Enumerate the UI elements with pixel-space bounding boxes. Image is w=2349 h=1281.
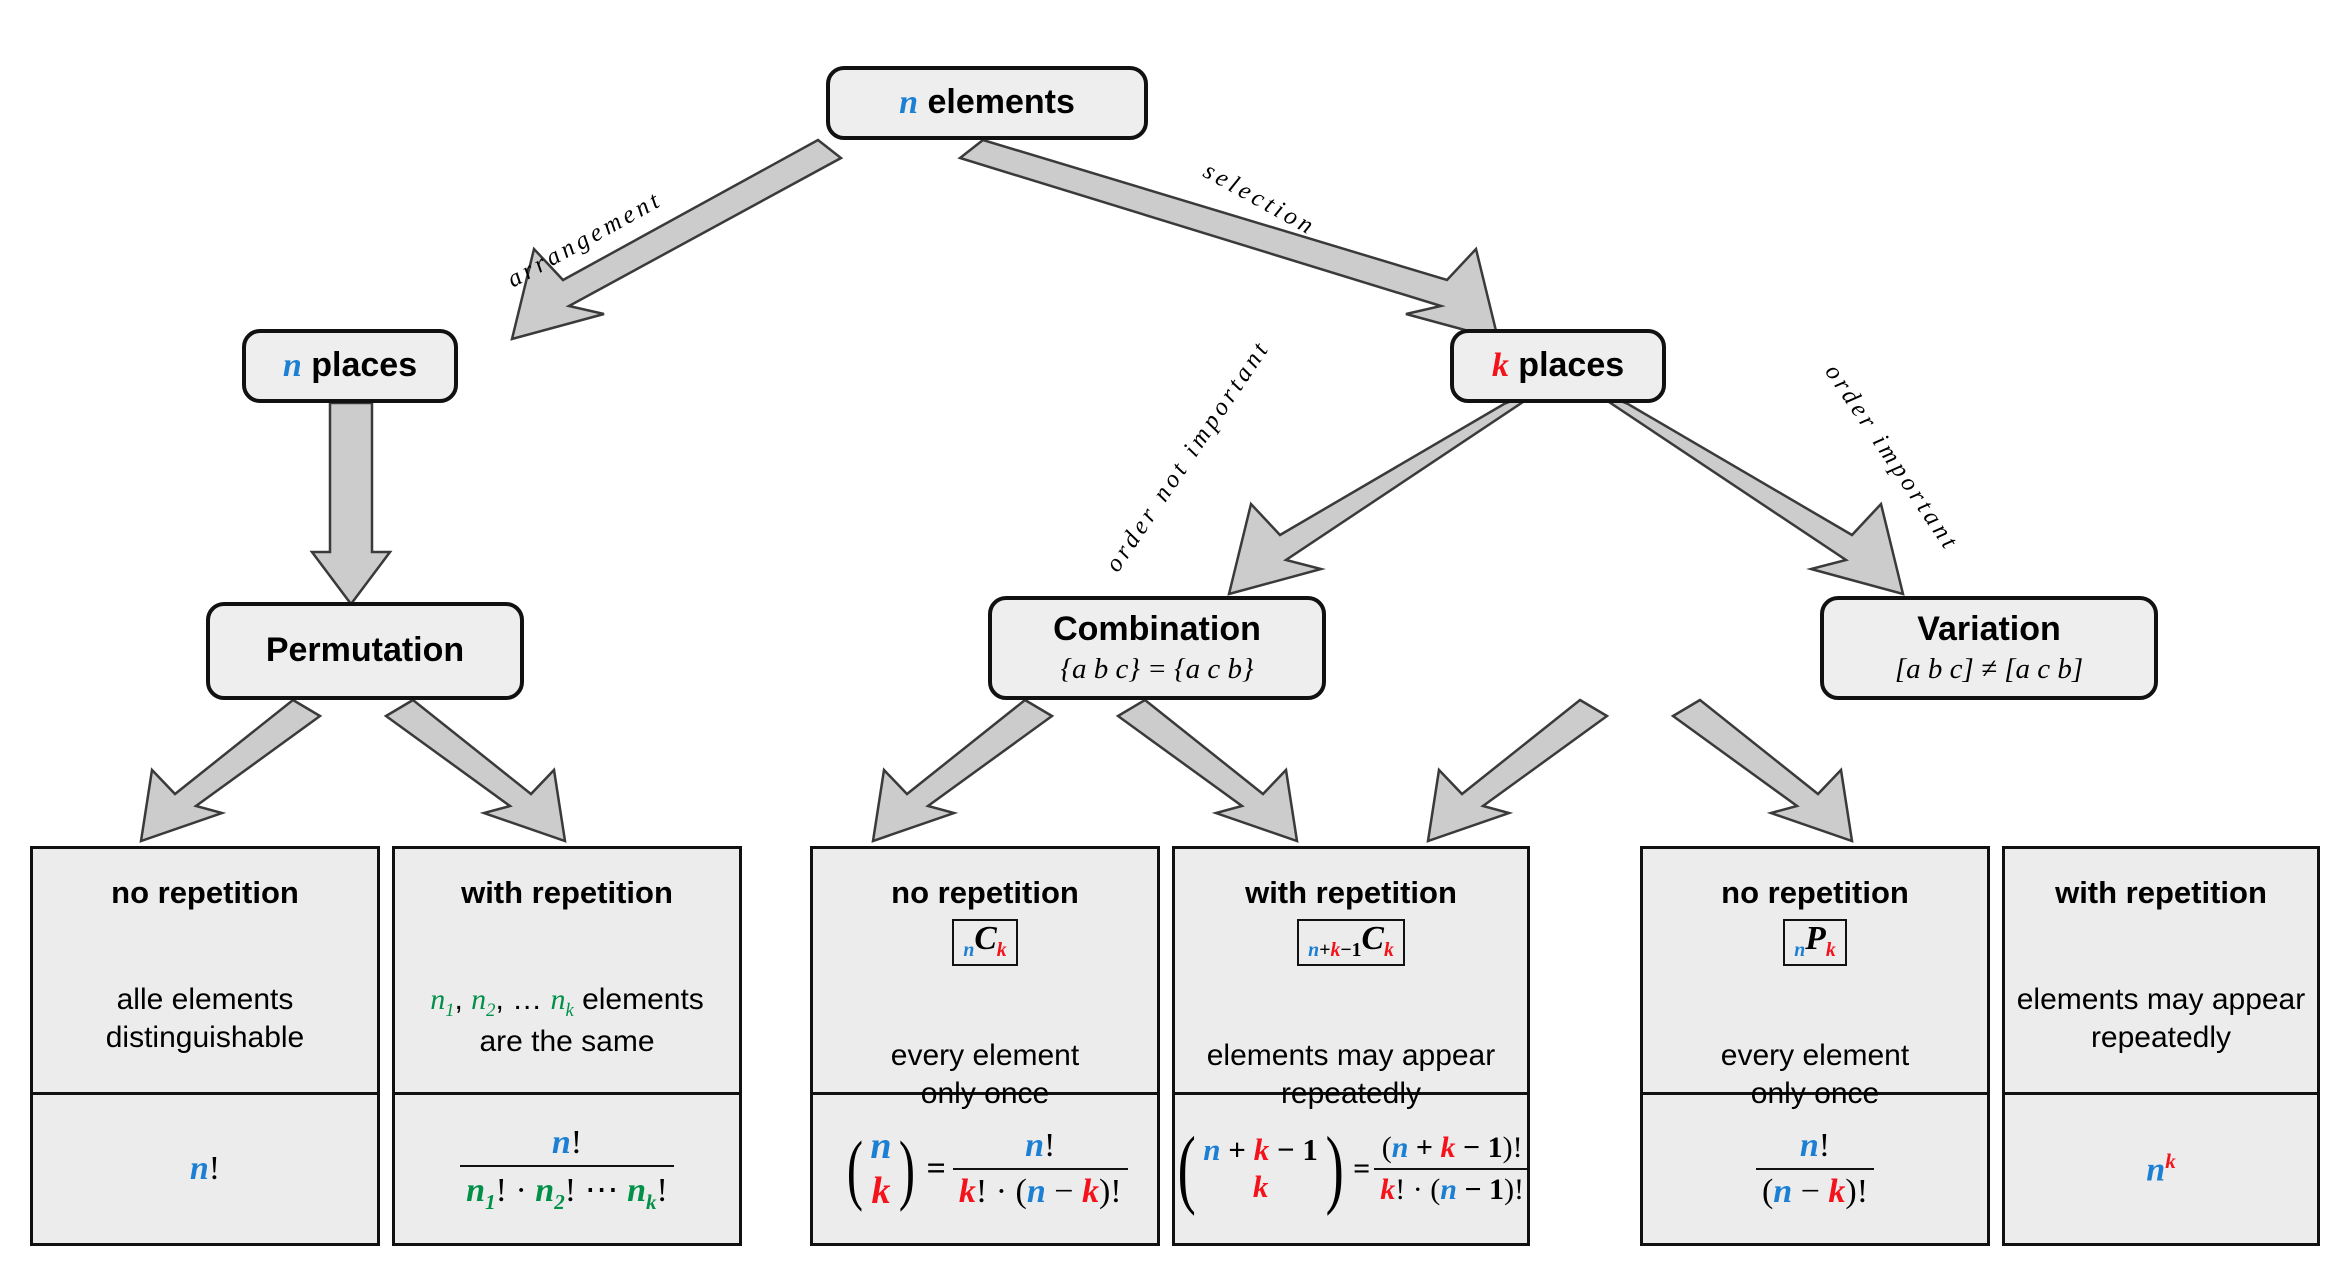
formula-n-factorial: n!: [189, 1150, 221, 1187]
leaf-head: with repetition: [1245, 875, 1457, 910]
node-n-elements[interactable]: n elements: [826, 66, 1148, 140]
leaf-desc-line1: n1, n2, … nk elements: [430, 983, 704, 1021]
leaf-formula: n! n1! · n2! ⋯ nk!: [395, 1095, 739, 1243]
leaf-desc-line2: distinguishable: [105, 1021, 305, 1055]
leaf-desc-line2: only once: [1750, 1077, 1880, 1111]
notation-nCk-box: nCk: [952, 919, 1018, 966]
notation-npk1Ck-box: n+k−1Ck: [1297, 919, 1405, 966]
arrow-perm-leaf2: [383, 698, 567, 843]
leaf-desc-line1: elements may appear: [1206, 1039, 1496, 1072]
notation-nCk: nCk: [963, 920, 1007, 961]
leaf-description: every element only once: [813, 1037, 1157, 1114]
notation-nPk-box: nPk: [1783, 919, 1847, 966]
arrow-var-leaf6: [1670, 698, 1854, 843]
node-combination[interactable]: Combination {a b c} = {a c b}: [988, 596, 1326, 700]
leaf-upper: no repetition nPk every element only onc…: [1643, 849, 1987, 1110]
leaf-upper: no repetition nCk every element only onc…: [813, 849, 1157, 1110]
var-k: k: [1491, 347, 1509, 385]
arrow-perm-leaf1: [139, 698, 323, 843]
leaf-desc-line2: only once: [920, 1077, 1050, 1111]
leaf-description: elements may appear repeatedly: [2005, 981, 2317, 1058]
node-n-elements-text: elements: [927, 83, 1075, 122]
binom-n-k: ( n k ): [847, 1124, 915, 1212]
edge-label-order-important: order important: [1819, 359, 1965, 557]
leaf-head: no repetition: [111, 875, 299, 910]
leaf-upper: no repetition alle elements distinguisha…: [33, 849, 377, 1095]
leaf-desc-line1: every element: [1720, 1039, 1910, 1072]
leaf-combination-with-repetition[interactable]: with repetition n+k−1Ck elements may app…: [1172, 846, 1531, 1246]
node-k-places-label: k places: [1492, 346, 1624, 385]
formula-multiset-binomial: ( n + k − 1 k ) = (n + k − 1)! k! · (n −…: [1172, 1119, 1531, 1217]
leaf-formula: nk: [2005, 1095, 2317, 1243]
leaf-desc-line1: every element: [890, 1039, 1080, 1072]
edge-label-arrangement: arrangement: [502, 185, 668, 294]
arrow-comb-leaf4: [1115, 698, 1299, 843]
formula-binomial: ( n k ) = n! k! · (n − k)!: [842, 1124, 1128, 1214]
leaf-description: alle elements distinguishable: [33, 981, 377, 1058]
leaf-formula: n! (n − k)!: [1643, 1095, 1987, 1243]
leaf-head: with repetition: [2055, 875, 2267, 910]
leaf-formula: n!: [33, 1095, 377, 1243]
var-n: n: [899, 84, 919, 122]
leaf-head: no repetition: [891, 875, 1079, 910]
leaf-combination-no-repetition[interactable]: no repetition nCk every element only onc…: [810, 846, 1160, 1246]
leaf-variation-no-repetition[interactable]: no repetition nPk every element only onc…: [1640, 846, 1990, 1246]
leaf-upper: with repetition elements may appear repe…: [2005, 849, 2317, 1095]
arrow-to-permutation: [309, 401, 393, 607]
leaf-desc-line1: elements may appear: [2016, 983, 2306, 1016]
formula-multiset-permutation: n! n1! · n2! ⋯ nk!: [460, 1124, 674, 1215]
node-variation-sub: [a b c] ≠ [a c b]: [1894, 652, 2084, 685]
leaf-desc-line2: are the same: [479, 1024, 655, 1058]
leaf-head: no repetition: [1721, 875, 1909, 910]
node-n-places[interactable]: n places: [242, 329, 458, 403]
formula-falling-factorial: n! (n − k)!: [1755, 1127, 1875, 1211]
notation-nPk: nPk: [1794, 920, 1836, 961]
leaf-description: elements may appear repeatedly: [1175, 1037, 1527, 1114]
node-n-elements-label: n elements: [899, 83, 1075, 122]
node-combination-sub: {a b c} = {a c b}: [1060, 652, 1254, 685]
node-k-places[interactable]: k places: [1450, 329, 1666, 403]
node-permutation-title: Permutation: [265, 631, 465, 670]
arrow-var-leaf5: [1426, 698, 1610, 843]
notation-n-plus-k-minus-1-C-k: n+k−1Ck: [1308, 920, 1394, 961]
node-n-places-text: places: [311, 346, 418, 385]
arrow-order-not-important: [1227, 386, 1545, 596]
leaf-description: n1, n2, … nk elements are the same: [395, 981, 739, 1061]
leaf-upper: with repetition n+k−1Ck elements may app…: [1175, 849, 1527, 1110]
leaf-desc-line2: repeatedly: [1280, 1077, 1422, 1111]
edge-label-selection: selection: [1198, 157, 1322, 242]
leaf-desc-line1: alle elements: [116, 983, 294, 1016]
node-combination-title: Combination: [1053, 609, 1261, 648]
leaf-desc-line2: repeatedly: [2090, 1021, 2232, 1055]
leaf-variation-with-repetition[interactable]: with repetition elements may appear repe…: [2002, 846, 2320, 1246]
leaf-formula: ( n k ) = n! k! · (n − k)!: [813, 1095, 1157, 1243]
arrow-comb-leaf3: [871, 698, 1055, 843]
node-n-places-label: n places: [283, 346, 417, 385]
node-variation[interactable]: Variation [a b c] ≠ [a c b]: [1820, 596, 2158, 700]
var-n: n: [282, 347, 302, 385]
node-variation-title: Variation: [1917, 609, 2061, 648]
formula-n-power-k: nk: [2146, 1148, 2176, 1189]
node-k-places-text: places: [1518, 346, 1625, 385]
leaf-head: with repetition: [461, 875, 673, 910]
leaf-permutation-with-repetition[interactable]: with repetition n1, n2, … nk elements ar…: [392, 846, 742, 1246]
node-permutation[interactable]: Permutation: [206, 602, 524, 700]
leaf-formula: ( n + k − 1 k ) = (n + k − 1)! k! · (n −…: [1172, 1095, 1531, 1243]
leaf-description: every element only once: [1643, 1037, 1987, 1114]
binom-n-k-1: ( n + k − 1 k ): [1177, 1119, 1344, 1217]
leaf-upper: with repetition n1, n2, … nk elements ar…: [395, 849, 739, 1095]
leaf-permutation-no-repetition[interactable]: no repetition alle elements distinguisha…: [30, 846, 380, 1246]
edge-label-order-not-important: order not important: [1100, 334, 1276, 577]
